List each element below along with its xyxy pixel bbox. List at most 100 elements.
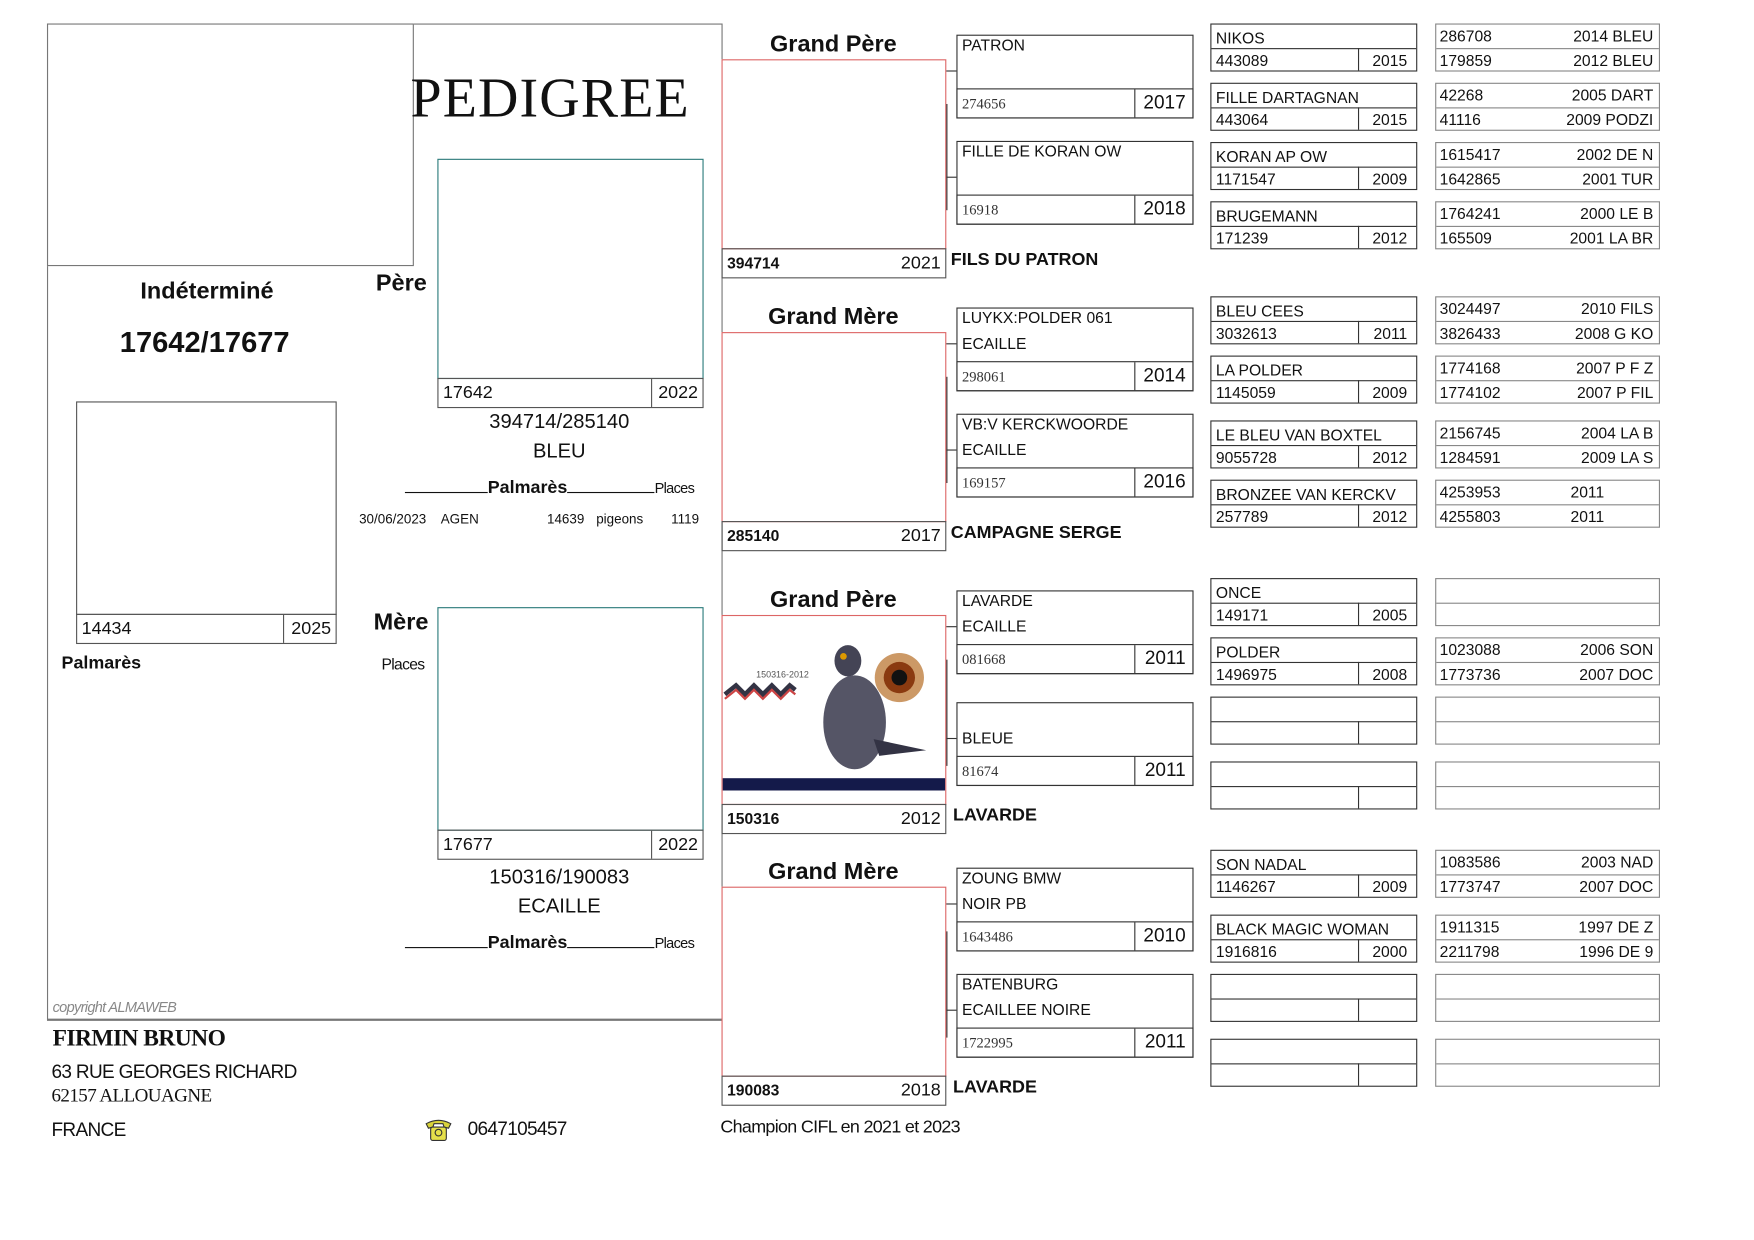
gen5-info: 2001 TUR	[1582, 169, 1654, 188]
gen5-card	[1435, 578, 1661, 627]
gen5-ring: 286708	[1439, 26, 1492, 45]
gen5-info: 2009 PODZI	[1566, 110, 1654, 129]
gen5-ring: 41116	[1439, 110, 1481, 129]
divider	[1357, 1063, 1360, 1086]
gen4-year: 2012	[1372, 448, 1408, 467]
grandparent-photo	[721, 59, 947, 250]
ancestor-year: 2011	[1144, 759, 1186, 781]
father-result-row: 30/06/2023 AGEN 14639 pigeons 1119	[359, 510, 700, 527]
divider	[1357, 166, 1360, 189]
gen4-ring-row	[1211, 1063, 1417, 1086]
owner-note: Champion CIFL en 2021 et 2023	[720, 1118, 960, 1138]
ancestor-name-line2: ECAILLE	[961, 617, 1027, 636]
divider	[1134, 756, 1136, 785]
owner-address2: 62157 ALLOUAGNE	[51, 1084, 212, 1106]
ancestor-name-line1: LAVARDE	[961, 591, 1033, 610]
grandparent-title: Grand Père	[770, 31, 897, 58]
gen4-name	[1211, 1040, 1416, 1063]
gen4-ring: 149171	[1215, 606, 1269, 624]
gen4-ring: 1916816	[1215, 942, 1277, 961]
ancestor-ring: 1722995	[961, 1034, 1013, 1052]
connector-line	[946, 626, 957, 628]
gen4-name: BLEU CEES	[1215, 301, 1304, 320]
gen4-year: 2015	[1372, 51, 1408, 70]
ancestor-name-line1: LUYKX:POLDER 061	[961, 308, 1113, 327]
connector-line	[946, 1009, 957, 1011]
pigeon-photo: 150316-2012	[722, 645, 946, 791]
gen5-ring: 1773736	[1439, 665, 1501, 684]
divider	[1357, 602, 1360, 626]
father-label: Père	[375, 270, 427, 297]
telephone-icon	[425, 1119, 452, 1142]
gen4-ring-row: 9055728 2012	[1211, 445, 1417, 468]
gen4-card	[1210, 1038, 1418, 1087]
ancestor-name-line1: VB:V KERCKWOORDE	[961, 414, 1129, 433]
gen5-row	[1436, 602, 1659, 626]
gen4-name: LA POLDER	[1215, 361, 1303, 380]
grandparent-ring: 394714	[727, 253, 780, 272]
father-parents: 394714/285140	[489, 410, 630, 433]
gen4-name: POLDER	[1215, 642, 1281, 661]
divider	[1357, 874, 1360, 897]
gen4-year: 2012	[1372, 229, 1408, 248]
gen4-ring: 1146267	[1215, 877, 1276, 896]
gen5-info: 2002 DE N	[1576, 145, 1654, 164]
ancestor-ring: 081668	[961, 650, 1006, 668]
divider	[1357, 786, 1360, 809]
ancestor-ring: 298061	[961, 367, 1006, 385]
grandparent-year: 2021	[900, 253, 941, 273]
ancestor-name-line1: BATENBURG	[961, 974, 1059, 993]
gen5-ring: 1083586	[1439, 853, 1501, 871]
connector-line	[946, 931, 948, 1038]
gen5-info: 2006 SON	[1580, 640, 1654, 659]
gen5-card	[1435, 1038, 1661, 1087]
ancestor-name-line2: ECAILLE	[961, 440, 1027, 459]
owner-country: FRANCE	[51, 1119, 126, 1141]
subject-sex: Indéterminé	[140, 278, 274, 305]
grandparent-name: LAVARDE	[953, 806, 1037, 826]
grandparent-title: Grand Père	[770, 587, 897, 613]
gen4-ring: 9055728	[1215, 448, 1277, 467]
gen5-ring: 179859	[1439, 51, 1492, 70]
ancestor-name-line1: ZOUNG BMW	[961, 868, 1062, 887]
divider	[1134, 362, 1136, 391]
grandparent-year: 2012	[900, 809, 941, 829]
grandparent-title: Grand Mère	[768, 304, 899, 330]
gen5-row	[1436, 1063, 1659, 1086]
gen4-name: BRUGEMANN	[1215, 206, 1318, 225]
grandparent-photo: 150316-2012	[721, 614, 947, 806]
gen4-ring-row	[1211, 786, 1417, 809]
grandparent-ring: 190083	[727, 1081, 780, 1100]
gen4-ring: 257789	[1215, 507, 1269, 526]
gen5-info: 2008 G KO	[1574, 324, 1654, 343]
